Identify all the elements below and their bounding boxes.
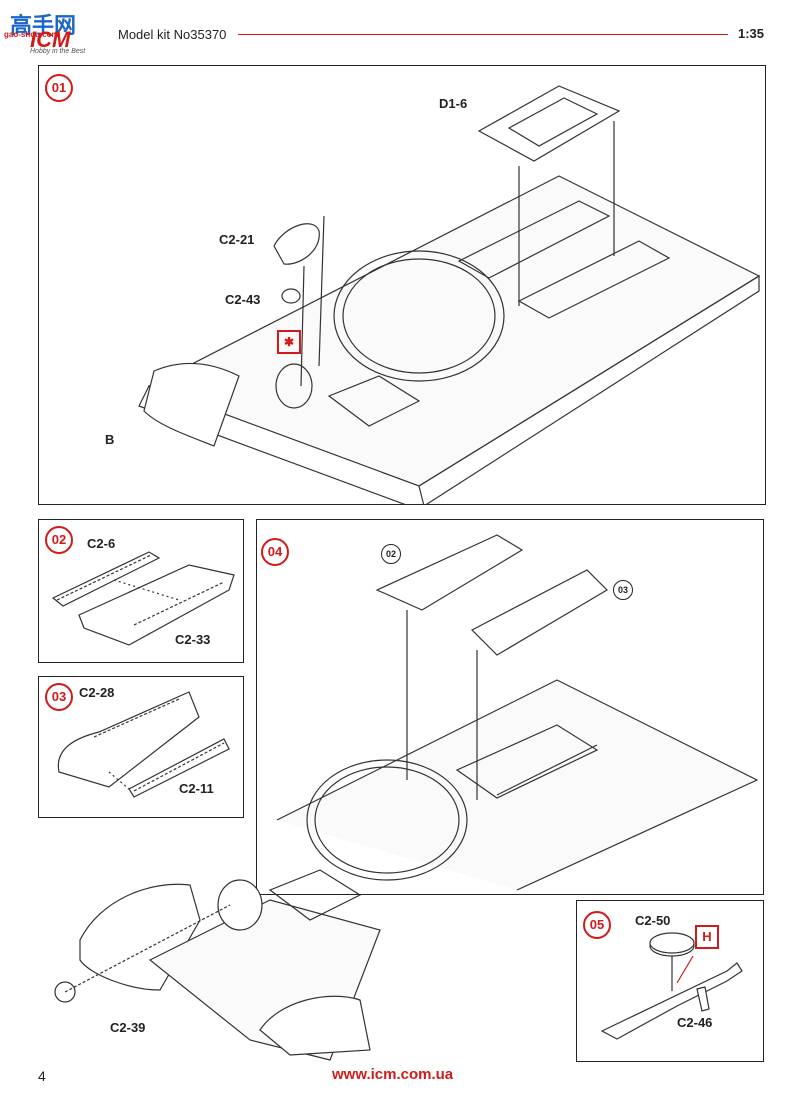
step-04-number: 04 <box>261 538 289 566</box>
step-05-panel: 05 C2-50 H C2-46 <box>576 900 764 1062</box>
page-header: 高手网 gao-shou.com ICM Hobby in the Best M… <box>0 0 800 60</box>
ref-step-02-circle: 02 <box>381 544 401 564</box>
part-label-c2-28: C2-28 <box>79 685 115 700</box>
step-04-panel: 04 02 03 <box>256 519 764 895</box>
part-label-c2-33: C2-33 <box>175 632 211 647</box>
step-02-number: 02 <box>45 526 73 554</box>
brand-tagline: Hobby in the Best <box>30 48 86 55</box>
step-04-diagram <box>276 534 759 891</box>
brand-logo: ICM <box>30 27 71 52</box>
part-label-c2-46: C2-46 <box>677 1015 713 1030</box>
step-02-diagram <box>51 551 235 646</box>
step-05-number: 05 <box>583 911 611 939</box>
step-01-diagram <box>138 85 761 504</box>
step-03-panel: 03 C2-28 C2-11 <box>38 676 244 818</box>
part-label-c2-11: C2-11 <box>179 781 214 796</box>
site-logo-text: 高手网 <box>10 13 77 38</box>
part-label-b: B <box>105 432 115 447</box>
step-03-number: 03 <box>45 683 73 711</box>
scale-label: 1:35 <box>738 26 765 41</box>
part-label-c2-50: C2-50 <box>635 913 671 928</box>
part-label-c2-39: C2-39 <box>110 1020 146 1035</box>
step-02-panel: 02 C2-6 C2-33 <box>38 519 244 663</box>
part-label-c2-21: C2-21 <box>219 232 255 247</box>
ref-step-03-circle: 03 <box>613 580 633 600</box>
site-logo-url: gao-shou.com <box>4 30 59 39</box>
page-number: 4 <box>38 1068 46 1084</box>
step-05-diagram <box>600 932 743 1040</box>
part-label-d1-6: D1-6 <box>439 96 468 111</box>
part-label-c2-6: C2-6 <box>87 536 116 551</box>
website-link[interactable]: www.icm.com.ua <box>332 1066 454 1083</box>
step-01-number: 01 <box>45 74 73 102</box>
step-01-panel: 01 D1-6 C2-21 C2-43 ✱ B <box>38 65 766 505</box>
kit-title: Model kit No35370 <box>118 27 227 42</box>
part-label-c2-43: C2-43 <box>225 292 261 307</box>
step-03-diagram <box>57 691 230 798</box>
paint-code-h-box: H <box>695 925 719 949</box>
header-divider <box>238 34 728 35</box>
cement-warning-icon: ✱ <box>277 330 301 354</box>
